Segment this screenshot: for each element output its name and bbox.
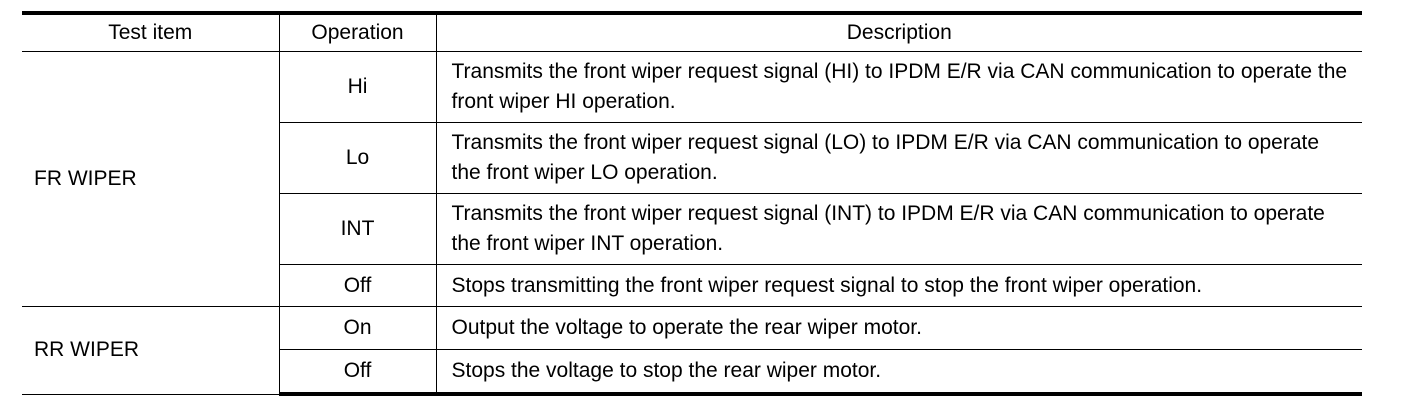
- table-row: Off Stops the voltage to stop the rear w…: [22, 349, 1362, 396]
- table-row: RR WIPER On Output the voltage to operat…: [22, 306, 1362, 395]
- test-item-fr-wiper: FR WIPER: [22, 51, 279, 307]
- description-cell: Stops transmitting the front wiper reque…: [435, 264, 1362, 307]
- table-row: Lo Transmits the front wiper request sig…: [22, 122, 1362, 194]
- operation-cell: Lo: [278, 122, 436, 194]
- operation-cell: Off: [278, 349, 436, 396]
- header-description: Description: [435, 13, 1362, 52]
- operation-cell: Hi: [278, 51, 436, 123]
- table-row: INT Transmits the front wiper request si…: [22, 193, 1362, 265]
- table-header-row: Test item Operation Description: [22, 13, 1362, 52]
- test-item-table-container: Test item Operation Description FR WIPER…: [22, 11, 1362, 396]
- description-cell: Output the voltage to operate the rear w…: [435, 306, 1362, 350]
- description-cell: Transmits the front wiper request signal…: [435, 51, 1362, 123]
- description-cell: Stops the voltage to stop the rear wiper…: [435, 349, 1362, 396]
- header-test-item: Test item: [108, 21, 193, 44]
- table-row: Off Stops transmitting the front wiper r…: [22, 264, 1362, 307]
- description-cell: Transmits the front wiper request signal…: [435, 122, 1362, 194]
- operation-cell: INT: [278, 193, 436, 265]
- test-item-rr-wiper: RR WIPER: [22, 306, 279, 395]
- operation-cell: On: [278, 306, 436, 350]
- table-row: FR WIPER Hi Transmits the front wiper re…: [22, 51, 1362, 307]
- test-item-table: Test item Operation Description FR WIPER…: [22, 11, 1362, 396]
- operation-cell: Off: [278, 264, 436, 307]
- header-operation: Operation: [278, 13, 436, 52]
- description-cell: Transmits the front wiper request signal…: [435, 193, 1362, 265]
